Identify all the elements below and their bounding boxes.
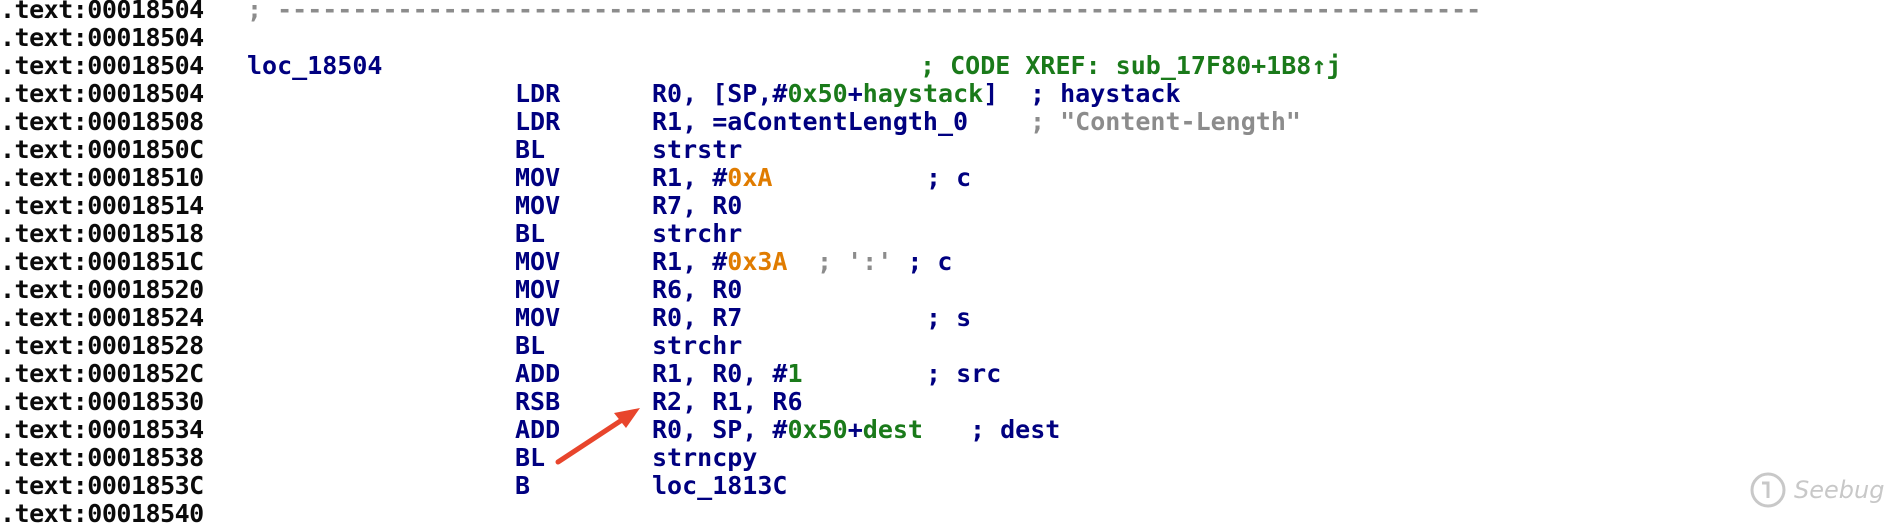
mnemonic: B xyxy=(515,471,531,500)
operands[interactable]: R1, #0xA xyxy=(652,163,773,192)
mnemonic: MOV xyxy=(515,303,561,332)
separator-comment: ; --------------------------------------… xyxy=(247,0,1482,24)
operands[interactable]: strncpy xyxy=(652,443,758,472)
mnemonic: ADD xyxy=(515,359,561,388)
address: .text:00018504 xyxy=(0,0,204,24)
operands[interactable]: R6, R0 xyxy=(652,275,743,304)
address: .text:00018524 xyxy=(0,303,204,332)
operands[interactable]: R2, R1, R6 xyxy=(652,387,803,416)
seebug-logo-icon xyxy=(1750,472,1786,508)
watermark-text: Seebug xyxy=(1794,476,1885,504)
line-comment: ; dest xyxy=(970,415,1061,444)
operands[interactable]: R0, [SP,#0x50+haystack] xyxy=(652,79,999,108)
mnemonic: RSB xyxy=(515,387,561,416)
address: .text:0001853C xyxy=(0,471,204,500)
line-comment: ; "Content-Length" xyxy=(1030,107,1301,136)
address: .text:00018510 xyxy=(0,163,204,192)
xref-comment[interactable]: ; CODE XREF: sub_17F80+1B8↑j xyxy=(920,51,1342,80)
mnemonic: BL xyxy=(515,219,546,248)
address: .text:00018514 xyxy=(0,191,204,220)
address: .text:00018538 xyxy=(0,443,204,472)
address: .text:00018520 xyxy=(0,275,204,304)
operands[interactable]: R1, #0x3A xyxy=(652,247,788,276)
operands[interactable]: strchr xyxy=(652,331,743,360)
mnemonic: MOV xyxy=(515,247,561,276)
address: .text:0001851C xyxy=(0,247,204,276)
address: .text:00018504 xyxy=(0,51,204,80)
line-comment: ; c xyxy=(926,163,972,192)
address: .text:00018534 xyxy=(0,415,204,444)
line-comment: ; src xyxy=(926,359,1002,388)
line-comment: ; s xyxy=(926,303,972,332)
operands[interactable]: R0, SP, #0x50+dest xyxy=(652,415,923,444)
address: .text:00018528 xyxy=(0,331,204,360)
address: .text:00018504 xyxy=(0,79,204,108)
mnemonic: ADD xyxy=(515,415,561,444)
line-comment: ; haystack xyxy=(1030,79,1181,108)
mnemonic: MOV xyxy=(515,191,561,220)
address: .text:00018540 xyxy=(0,499,204,528)
mnemonic: BL xyxy=(515,443,546,472)
mnemonic: LDR xyxy=(515,107,561,136)
operands[interactable]: loc_1813C xyxy=(652,471,788,500)
operands[interactable]: R7, R0 xyxy=(652,191,743,220)
address: .text:00018530 xyxy=(0,387,204,416)
operands[interactable]: R1, =aContentLength_0 xyxy=(652,107,969,136)
address: .text:0001850C xyxy=(0,135,204,164)
operands[interactable]: R1, R0, #1 xyxy=(652,359,803,388)
mnemonic: MOV xyxy=(515,163,561,192)
mnemonic: LDR xyxy=(515,79,561,108)
watermark-logo: Seebug xyxy=(1748,470,1888,510)
address: .text:00018504 xyxy=(0,23,204,52)
address: .text:0001852C xyxy=(0,359,204,388)
line-comment: ; ':' ; c xyxy=(817,247,953,276)
mnemonic: BL xyxy=(515,135,546,164)
code-label[interactable]: loc_18504 xyxy=(247,51,383,80)
operands[interactable]: strchr xyxy=(652,219,743,248)
address: .text:00018518 xyxy=(0,219,204,248)
operands[interactable]: R0, R7 xyxy=(652,303,743,332)
mnemonic: BL xyxy=(515,331,546,360)
mnemonic: MOV xyxy=(515,275,561,304)
address: .text:00018508 xyxy=(0,107,204,136)
operands[interactable]: strstr xyxy=(652,135,743,164)
